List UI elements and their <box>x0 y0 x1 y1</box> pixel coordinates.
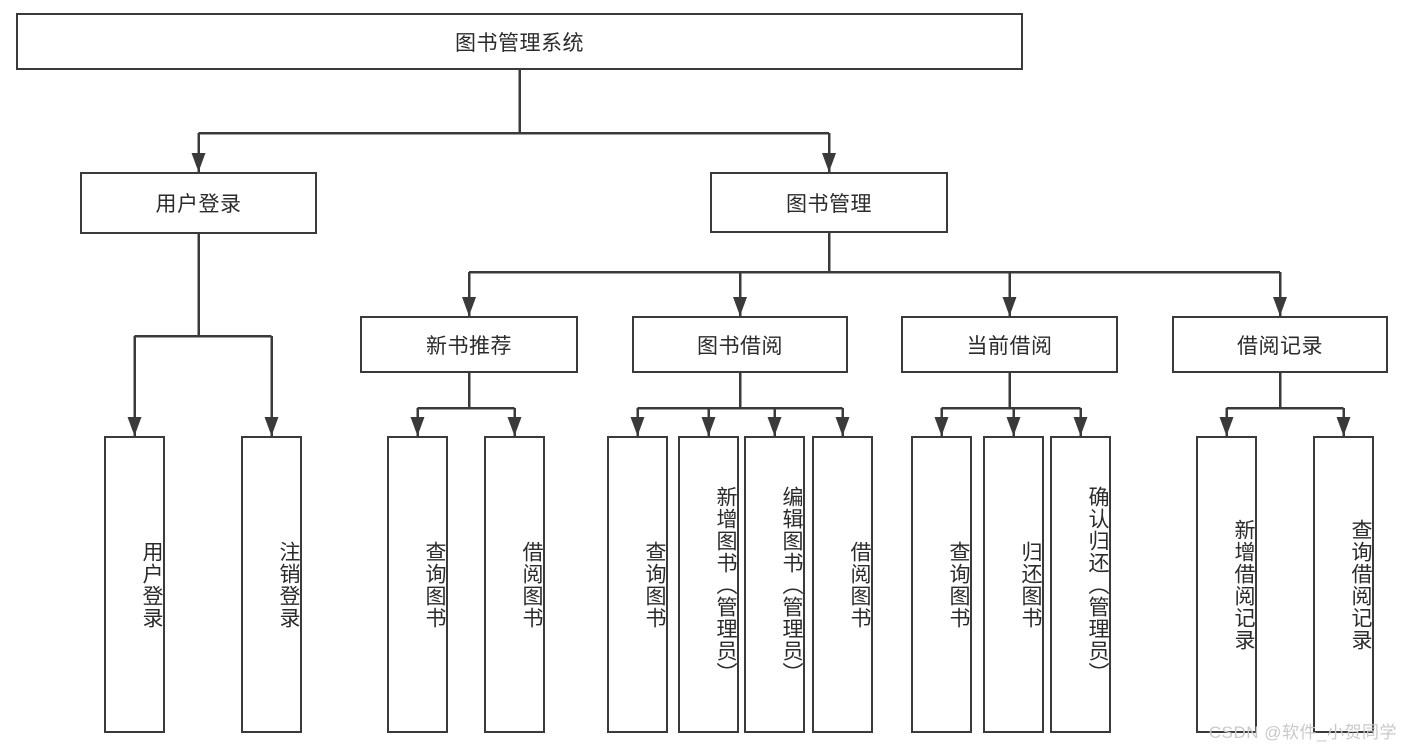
node-leaf-query-book-b[interactable]: 查询图书 <box>607 436 668 733</box>
arrow-head-icon <box>630 417 645 436</box>
node-current-borrow[interactable]: 当前借阅 <box>901 316 1118 373</box>
arrow-head-icon <box>822 153 836 172</box>
node-borrow-record[interactable]: 借阅记录 <box>1172 316 1388 373</box>
arrow-head-icon <box>701 417 716 436</box>
node-user-login[interactable]: 用户登录 <box>80 172 317 234</box>
node-label: 查询图书 <box>947 540 970 629</box>
arrow-head-icon <box>1273 297 1287 316</box>
node-leaf-query-record[interactable]: 查询借阅记录 <box>1313 436 1374 733</box>
arrow-head-icon <box>410 417 425 436</box>
node-leaf-add-record[interactable]: 新增借阅记录 <box>1196 436 1257 733</box>
arrow-head-icon <box>462 297 476 316</box>
node-label: 确认归还（管理员） <box>1086 485 1109 684</box>
node-leaf-query-book-a[interactable]: 查询图书 <box>387 436 448 733</box>
node-leaf-logout[interactable]: 注销登录 <box>241 436 302 733</box>
node-leaf-borrow-book-a[interactable]: 借阅图书 <box>484 436 545 733</box>
node-label: 图书管理系统 <box>455 31 584 55</box>
arrow-head-icon <box>1073 417 1088 436</box>
arrow-head-icon <box>127 417 142 436</box>
node-leaf-user-login[interactable]: 用户登录 <box>104 436 165 733</box>
node-label: 查询借阅记录 <box>1349 518 1372 651</box>
arrow-head-icon <box>767 417 782 436</box>
arrow-head-icon <box>191 153 206 172</box>
arrow-head-icon <box>1006 417 1021 436</box>
node-book-borrow[interactable]: 图书借阅 <box>632 316 848 373</box>
node-label: 借阅图书 <box>848 540 871 629</box>
node-label: 新增图书（管理员） <box>714 485 737 684</box>
arrow-head-icon <box>507 417 522 436</box>
node-label: 图书借阅 <box>697 334 783 358</box>
node-label: 新增借阅记录 <box>1232 518 1255 651</box>
arrow-head-icon <box>1336 417 1351 436</box>
csdn-watermark: CSDN @软件_小贺同学 <box>1208 723 1397 742</box>
arrow-head-icon <box>264 417 279 436</box>
node-new-book-rec[interactable]: 新书推荐 <box>360 316 578 373</box>
node-label: 图书管理 <box>786 192 872 216</box>
node-root[interactable]: 图书管理系统 <box>16 13 1023 70</box>
node-label: 当前借阅 <box>966 334 1053 358</box>
node-label: 新书推荐 <box>426 334 512 358</box>
node-label: 借阅图书 <box>520 540 543 629</box>
node-label: 注销登录 <box>277 540 300 629</box>
arrow-head-icon <box>934 417 949 436</box>
node-leaf-edit-book[interactable]: 编辑图书（管理员） <box>744 436 805 733</box>
arrow-head-icon <box>1219 417 1234 436</box>
node-book-manage[interactable]: 图书管理 <box>710 172 948 233</box>
node-label: 用户登录 <box>140 540 163 629</box>
arrow-head-icon <box>1002 297 1017 316</box>
node-label: 查询图书 <box>423 540 446 629</box>
node-label: 用户登录 <box>155 193 242 216</box>
node-leaf-query-book-c[interactable]: 查询图书 <box>911 436 972 733</box>
node-leaf-borrow-book-b[interactable]: 借阅图书 <box>812 436 873 733</box>
node-leaf-confirm-return[interactable]: 确认归还（管理员） <box>1050 436 1111 733</box>
node-leaf-add-book[interactable]: 新增图书（管理员） <box>678 436 739 733</box>
arrow-head-icon <box>733 297 747 316</box>
node-label: 归还图书 <box>1019 540 1042 629</box>
arrow-head-icon <box>835 417 850 436</box>
node-label: 编辑图书（管理员） <box>780 485 803 684</box>
node-label: 查询图书 <box>643 540 666 629</box>
node-label: 借阅记录 <box>1237 334 1323 358</box>
node-leaf-return-book[interactable]: 归还图书 <box>983 436 1044 733</box>
